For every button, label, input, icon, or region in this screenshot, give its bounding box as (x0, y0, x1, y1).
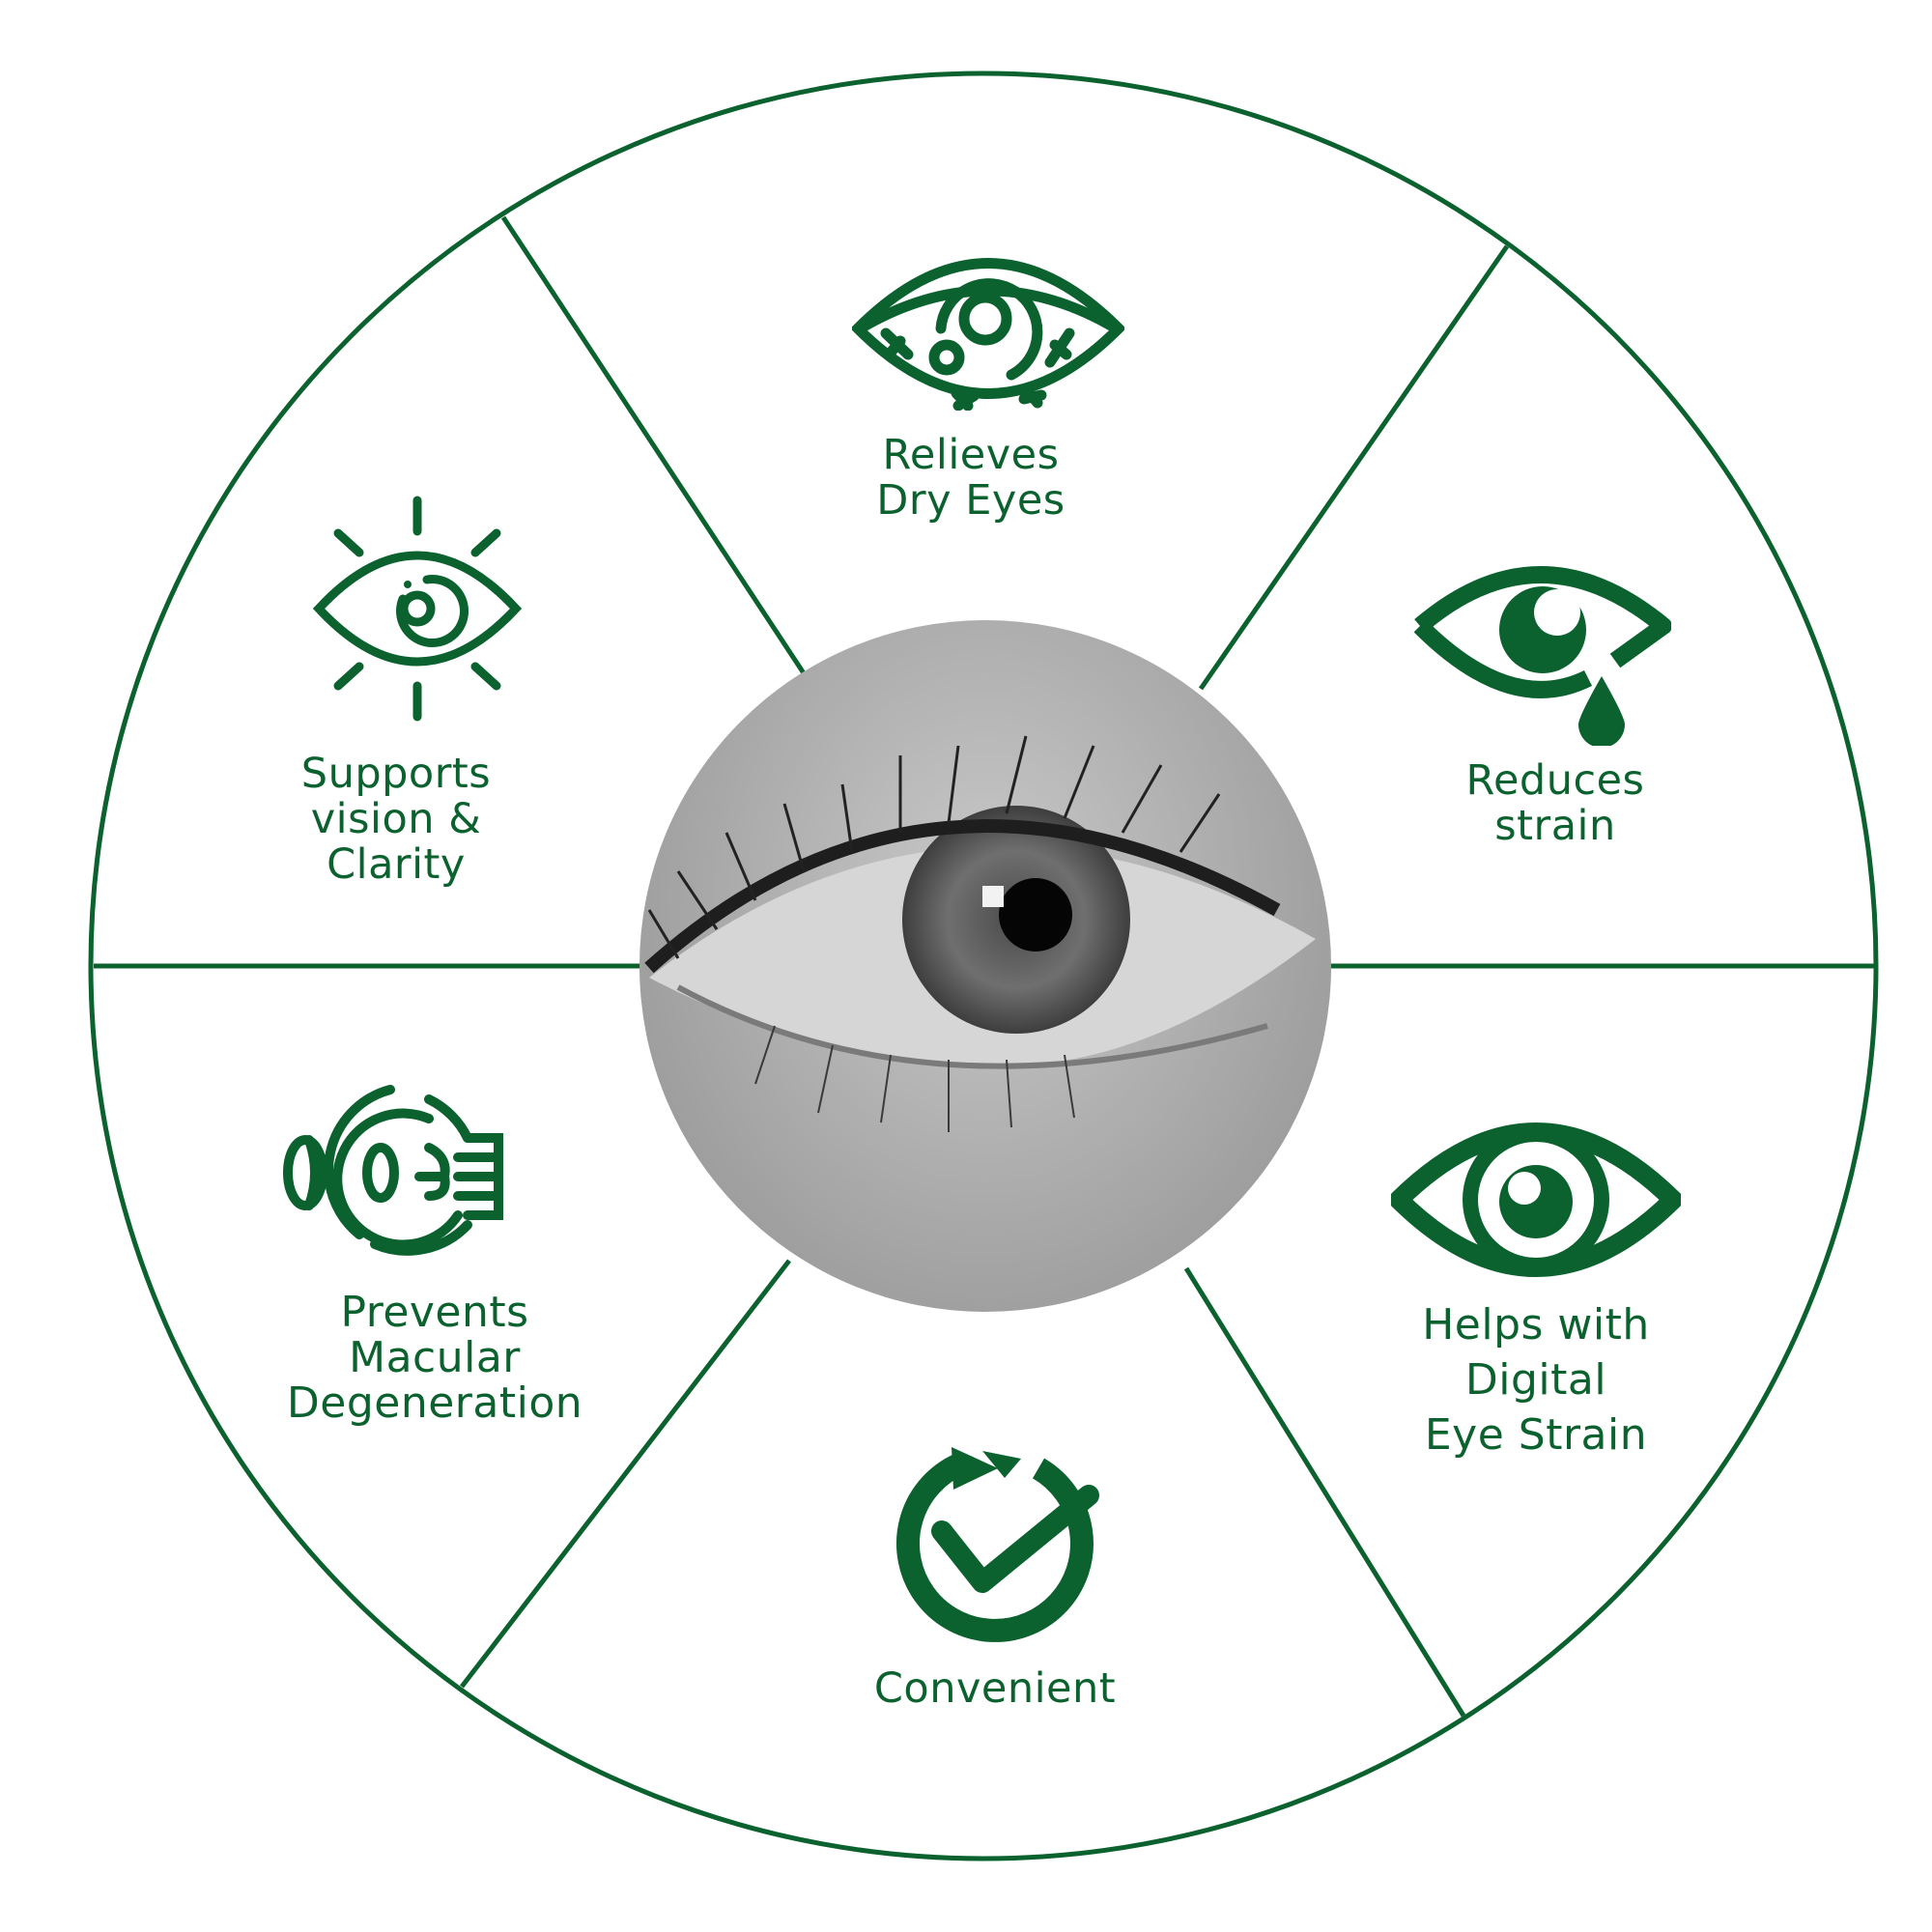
center-eye-photo (639, 620, 1331, 1312)
divider-top-right (1198, 244, 1510, 691)
divider-bottom-right (1183, 1266, 1466, 1718)
eye-photo-illustration (644, 735, 1316, 1132)
eye-icon (1391, 1122, 1681, 1277)
refresh-check-icon (896, 1447, 1099, 1642)
label-reduces-strain: Reduces strain (1465, 756, 1645, 850)
divider-top-left (500, 215, 809, 678)
label-relieves-dry-eyes: Relieves Dry Eyes (876, 431, 1065, 525)
label-prevents-macular-degeneration: Prevents Macular Degeneration (286, 1288, 583, 1428)
tear-eye-icon (1414, 566, 1671, 746)
eyeball-anatomy-icon (283, 1085, 503, 1256)
dry-eye-icon (852, 258, 1124, 411)
radiant-eye-icon (312, 496, 523, 722)
label-digital-eye-strain: Helps with Digital Eye Strain (1422, 1300, 1650, 1460)
segment-dividers (94, 215, 1874, 1718)
label-convenient: Convenient (873, 1664, 1117, 1713)
divider-bottom-left (460, 1259, 791, 1689)
outer-circle (88, 71, 1879, 1861)
label-supports-vision-clarity: Supports vision & Clarity (300, 750, 492, 889)
